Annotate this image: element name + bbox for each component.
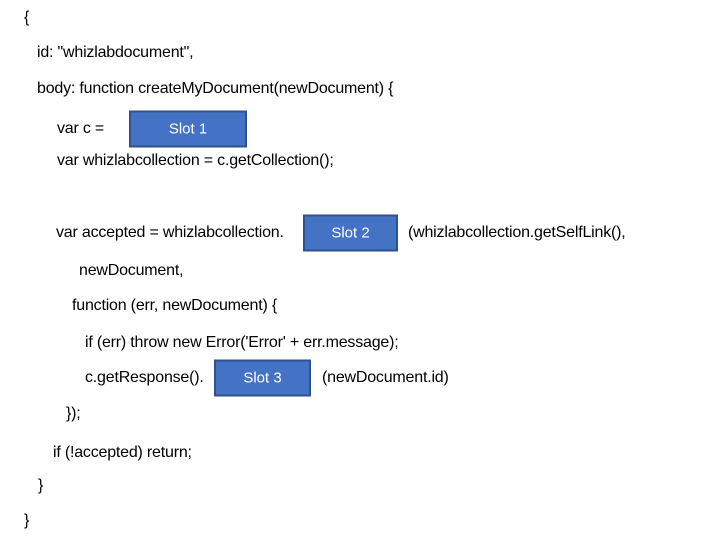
line-var-whizlabcollection: var whizlabcollection = c.getCollection(… [0, 143, 716, 179]
line-callback-function: function (err, newDocument) { [0, 288, 716, 324]
line-var-c: var c = Slot 1 [0, 110, 716, 148]
code-text: { [24, 9, 30, 26]
slot-2-label: Slot 2 [331, 224, 370, 242]
code-text: }); [66, 405, 81, 422]
line-body-function: body: function createMyDocument(newDocum… [0, 71, 716, 107]
code-text: body: function createMyDocument(newDocum… [37, 80, 394, 97]
code-text: newDocument, [79, 262, 184, 279]
line-newdocument-arg: newDocument, [0, 253, 716, 289]
code-text: } [24, 512, 30, 529]
code-text: (newDocument.id) [322, 369, 449, 386]
line-getresponse: c.getResponse(). Slot 3 (newDocument.id) [0, 359, 716, 397]
slot-2-dropzone[interactable]: Slot 2 [303, 214, 398, 252]
slot-1-label: Slot 1 [168, 120, 208, 138]
line-close-callback: }); [0, 396, 716, 432]
code-text: var c = [57, 120, 105, 137]
code-text: var accepted = whizlabcollection. [56, 224, 284, 241]
code-text: function (err, newDocument) { [72, 297, 277, 314]
line-blank [0, 179, 716, 215]
line-if-not-accepted: if (!accepted) return; [0, 435, 716, 471]
code-text: c.getResponse(). [85, 369, 204, 386]
line-close-object: } [0, 503, 716, 536]
code-text: if (!accepted) return; [53, 444, 192, 461]
slot-3-label: Slot 3 [243, 369, 282, 387]
code-text: id: "whizlabdocument", [37, 44, 194, 61]
line-close-function: } [0, 468, 716, 504]
code-text: } [38, 477, 44, 494]
slot-3-dropzone[interactable]: Slot 3 [214, 359, 311, 397]
line-var-accepted: var accepted = whizlabcollection. Slot 2… [0, 214, 716, 252]
line-id-property: id: "whizlabdocument", [0, 35, 716, 71]
code-text: if (err) throw new Error('Error' + err.m… [85, 334, 399, 351]
slot-1-dropzone[interactable]: Slot 1 [129, 110, 247, 148]
line-if-err-throw: if (err) throw new Error('Error' + err.m… [0, 325, 716, 361]
code-text: var whizlabcollection = c.getCollection(… [57, 152, 334, 169]
code-text: (whizlabcollection.getSelfLink(), [408, 224, 626, 241]
line-open-brace: { [0, 0, 716, 36]
